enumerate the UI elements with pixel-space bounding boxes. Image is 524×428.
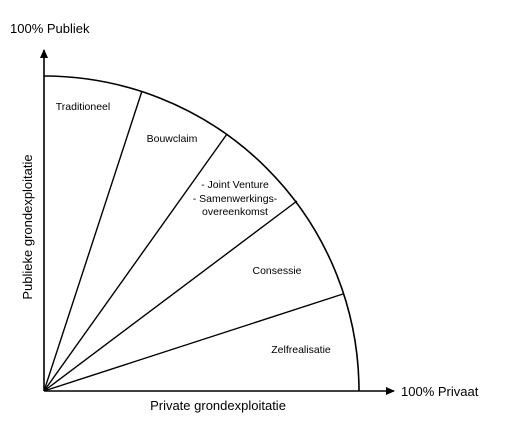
divider-line-3: [43, 200, 298, 392]
sector-label-traditioneel: Traditioneel: [56, 101, 110, 113]
y-axis-title: Publieke grondexploitatie: [20, 154, 35, 299]
x-axis-end-label: 100% Privaat: [401, 384, 479, 399]
sector-label-zelfrealisatie: Zelfrealisatie: [271, 344, 331, 356]
sector-label-concessie: Consessie: [252, 265, 301, 277]
sector-label-joint-venture-line-2: - Samenwerkings-: [193, 193, 278, 205]
divider-line-4: [43, 293, 344, 392]
divider-line-2: [43, 133, 228, 392]
sector-label-bouwclaim: Bouwclaim: [147, 133, 198, 145]
x-axis-title: Private grondexploitatie: [150, 398, 286, 413]
divider-line-1: [43, 90, 143, 392]
sector-label-joint-venture-line-3: overeenkomst: [202, 206, 268, 218]
y-axis-end-label: 100% Publiek: [10, 21, 90, 36]
quarter-circle-arc: [43, 75, 360, 392]
sector-label-joint-venture-line-1: - Joint Venture: [201, 179, 269, 191]
